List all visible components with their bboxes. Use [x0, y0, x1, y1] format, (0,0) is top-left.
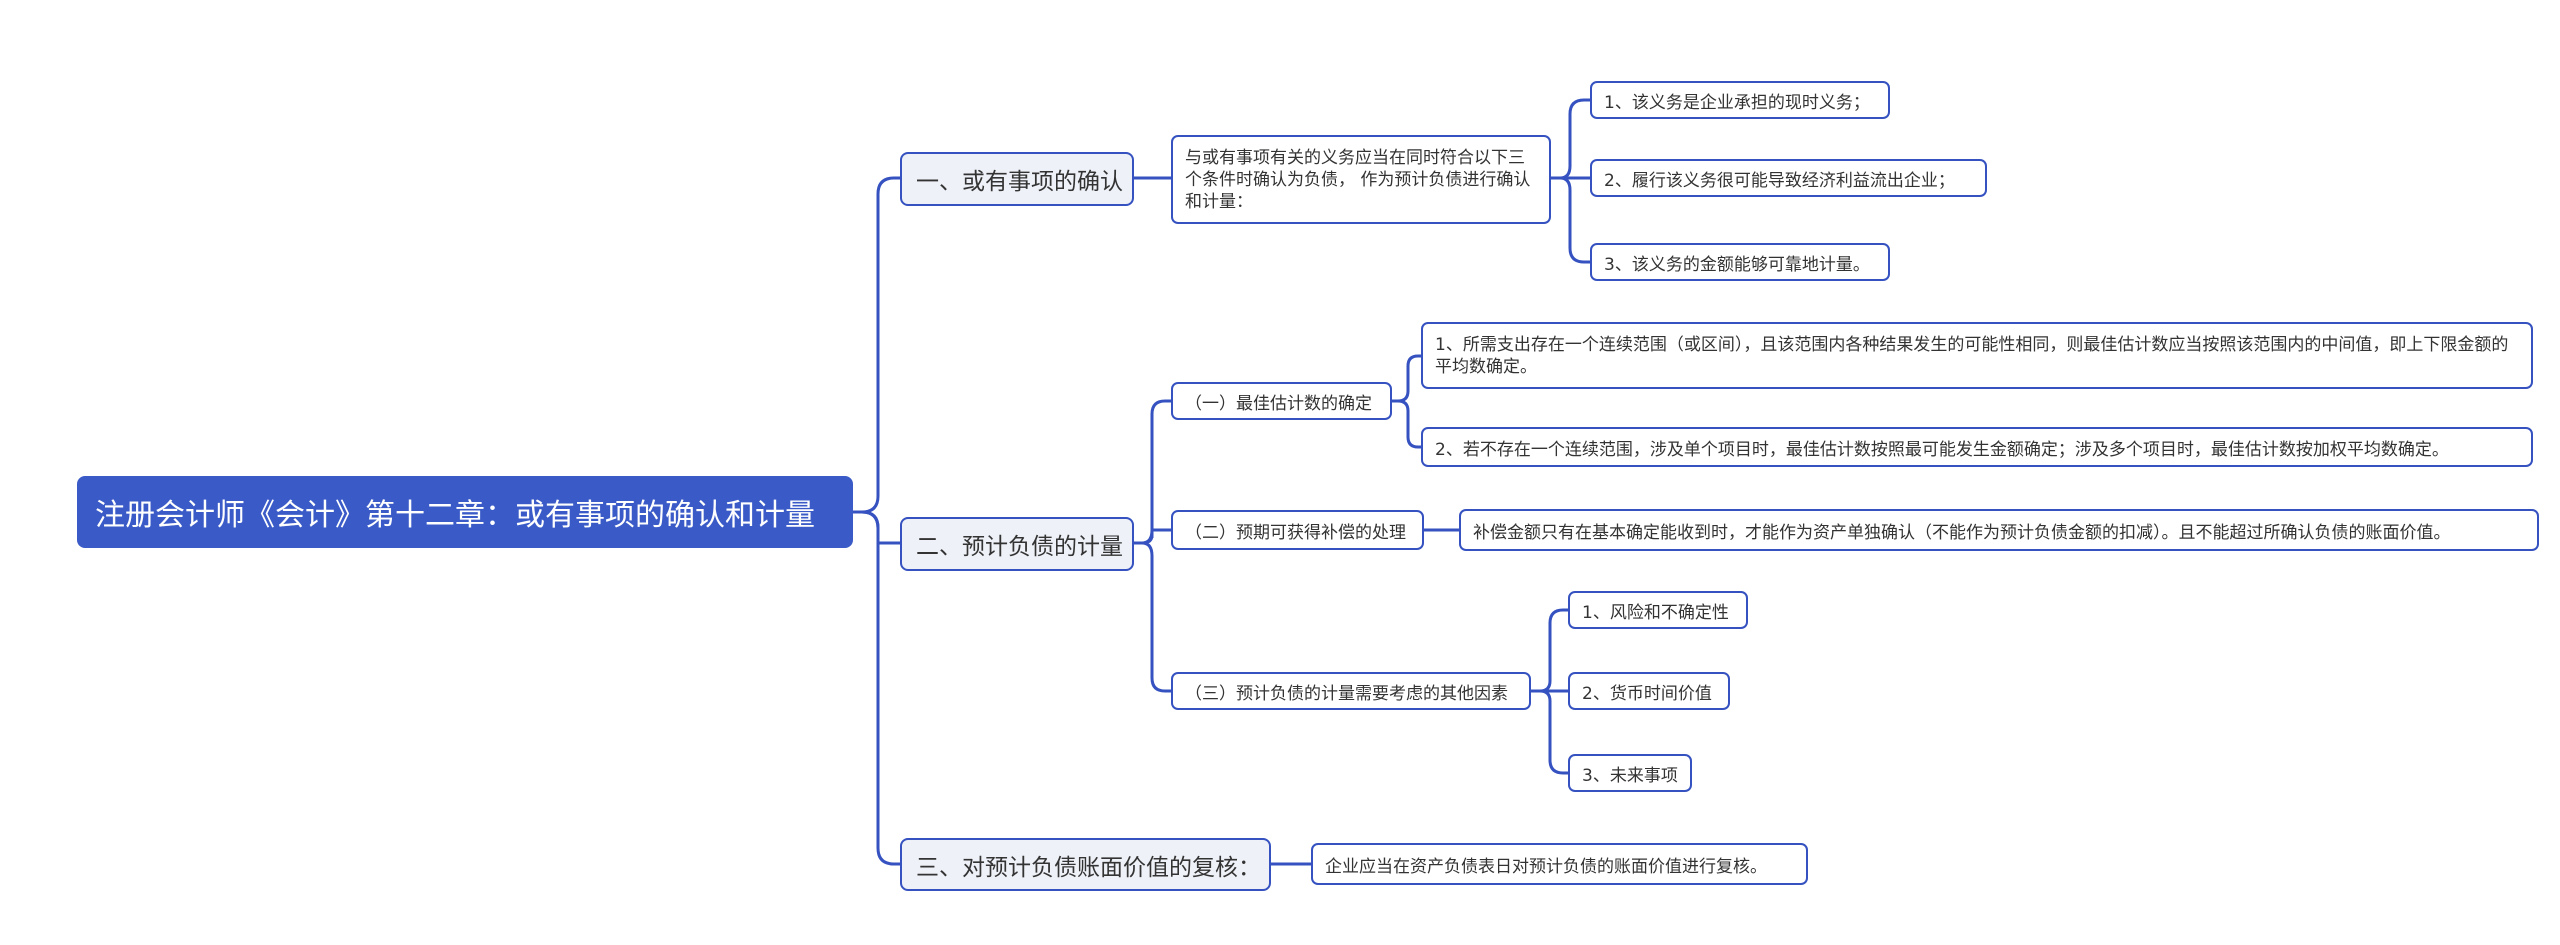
compensation-detail[interactable]: 补偿金额只有在基本确定能收到时，才能作为资产单独确认（不能作为预计负债金额的扣减…: [1459, 509, 2539, 551]
recognition-conditions-intro[interactable]: 与或有事项有关的义务应当在同时符合以下三个条件时确认为负债， 作为预计负债进行确…: [1171, 135, 1551, 224]
other-factor-item[interactable]: 2、货币时间价值: [1568, 672, 1730, 710]
branch-review-label: 三、对预计负债账面价值的复核：: [916, 854, 1261, 881]
connector-sub1-item2: [1392, 399, 1421, 449]
condition-item[interactable]: 1、该义务是企业承担的现时义务；: [1590, 81, 1890, 119]
other-factor-item-text: 2、货币时间价值: [1582, 683, 1712, 704]
connector-branch2-sub1: [1134, 399, 1171, 545]
review-detail-text: 企业应当在资产负债表日对预计负债的账面价值进行复核。: [1325, 856, 1767, 877]
best-estimate-item-text: 1、所需支出存在一个连续范围（或区间），且该范围内各种结果发生的可能性相同，则最…: [1435, 334, 2509, 377]
other-factor-item[interactable]: 1、风险和不确定性: [1568, 591, 1748, 629]
sub-branch-compensation[interactable]: （二）预期可获得补偿的处理: [1171, 510, 1424, 550]
root-node[interactable]: 注册会计师《会计》第十二章：或有事项的确认和计量: [77, 476, 853, 548]
connector-root-branch1: [853, 176, 900, 514]
best-estimate-item-text: 2、若不存在一个连续范围，涉及单个项目时，最佳估计数按照最可能发生金额确定；涉及…: [1435, 439, 2449, 460]
other-factor-item-text: 1、风险和不确定性: [1582, 602, 1729, 623]
connector-sub3-item1: [1531, 608, 1568, 693]
best-estimate-item[interactable]: 1、所需支出存在一个连续范围（或区间），且该范围内各种结果发生的可能性相同，则最…: [1421, 322, 2533, 389]
condition-item[interactable]: 2、履行该义务很可能导致经济利益流出企业；: [1590, 159, 1987, 197]
connector-branch2-sub2: [1134, 528, 1171, 545]
connector-root-branch3: [853, 510, 900, 866]
branch-recognition-label: 一、或有事项的确认: [916, 169, 1123, 195]
sub-branch-best-estimate[interactable]: （一）最佳估计数的确定: [1171, 382, 1392, 420]
condition-item[interactable]: 3、该义务的金额能够可靠地计量。: [1590, 243, 1890, 281]
condition-item-text: 2、履行该义务很可能导致经济利益流出企业；: [1604, 170, 1955, 191]
sub-branch-compensation-label: （二）预期可获得补偿的处理: [1185, 522, 1406, 543]
other-factor-item-text: 3、未来事项: [1582, 765, 1678, 786]
sub-branch-other-factors[interactable]: （三）预计负债的计量需要考虑的其他因素: [1171, 672, 1531, 710]
compensation-detail-text: 补偿金额只有在基本确定能收到时，才能作为资产单独确认（不能作为预计负债金额的扣减…: [1473, 522, 2451, 543]
connector-branch2-sub3: [1134, 541, 1171, 693]
condition-item-text: 1、该义务是企业承担的现时义务；: [1604, 92, 1870, 113]
branch-measurement-label: 二、预计负债的计量: [916, 534, 1123, 560]
sub-branch-best-estimate-label: （一）最佳估计数的确定: [1185, 393, 1372, 414]
connector-detail-cond3: [1551, 176, 1590, 264]
connector-detail-cond1: [1551, 98, 1590, 180]
recognition-conditions-intro-text: 与或有事项有关的义务应当在同时符合以下三个条件时确认为负债， 作为预计负债进行确…: [1185, 147, 1531, 212]
root-node-label: 注册会计师《会计》第十二章：或有事项的确认和计量: [95, 498, 815, 533]
branch-recognition[interactable]: 一、或有事项的确认: [900, 152, 1134, 206]
review-detail[interactable]: 企业应当在资产负债表日对预计负债的账面价值进行复核。: [1311, 843, 1808, 885]
best-estimate-item[interactable]: 2、若不存在一个连续范围，涉及单个项目时，最佳估计数按照最可能发生金额确定；涉及…: [1421, 427, 2533, 467]
connector-sub3-item3: [1531, 689, 1568, 775]
connector-sub1-item1: [1392, 354, 1421, 403]
other-factor-item[interactable]: 3、未来事项: [1568, 754, 1692, 792]
branch-measurement[interactable]: 二、预计负债的计量: [900, 517, 1134, 571]
condition-item-text: 3、该义务的金额能够可靠地计量。: [1604, 254, 1870, 275]
sub-branch-other-factors-label: （三）预计负债的计量需要考虑的其他因素: [1185, 683, 1508, 704]
branch-review[interactable]: 三、对预计负债账面价值的复核：: [900, 838, 1271, 891]
